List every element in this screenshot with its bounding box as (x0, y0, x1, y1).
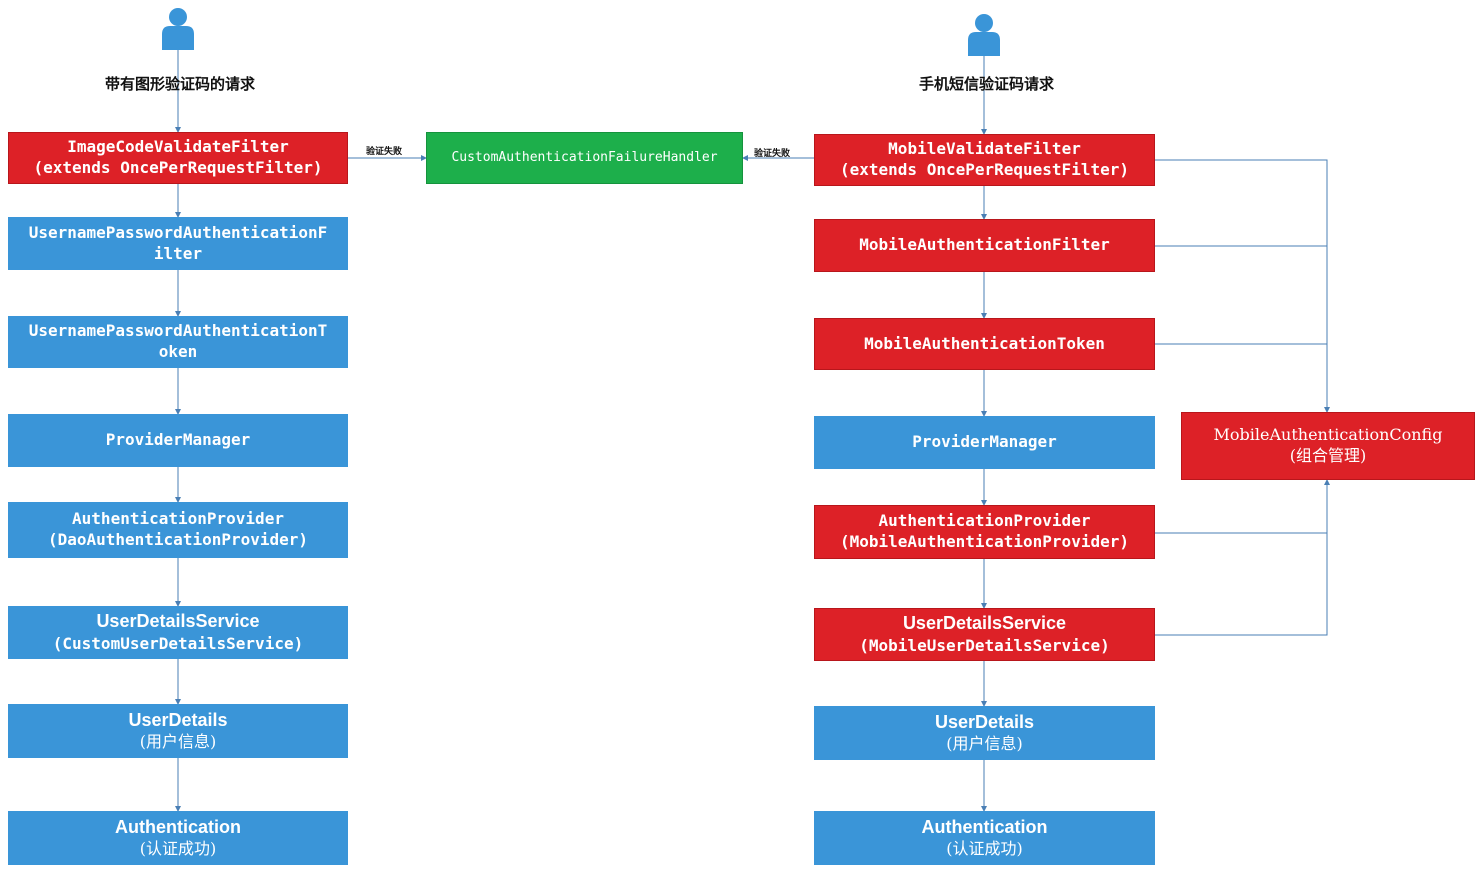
mobile-authentication-token-node: MobileAuthenticationToken (814, 318, 1155, 370)
node-title: UserDetails (128, 709, 228, 730)
node-subtitle: (extends OncePerRequestFilter) (840, 160, 1129, 179)
mobile-validate-filter-node: MobileValidateFilter (extends OncePerReq… (814, 134, 1155, 186)
node-subtitle: (MobileAuthenticationProvider) (840, 532, 1129, 551)
person-icon (968, 14, 1000, 56)
right-provider-manager-node: ProviderManager (814, 416, 1155, 469)
node-subtitle: (认证成功) (139, 839, 217, 859)
node-subtitle: (组合管理) (1289, 446, 1367, 465)
node-subtitle: (extends OncePerRequestFilter) (33, 158, 323, 177)
node-subtitle: (认证成功) (946, 839, 1023, 859)
node-title: ImageCodeValidateFilter (67, 137, 289, 157)
node-title: MobileAuthenticationConfig (1213, 425, 1443, 445)
mobile-authentication-provider-node: AuthenticationProvider (MobileAuthentica… (814, 505, 1155, 559)
person-icon (162, 8, 194, 50)
node-title: UserDetailsService (902, 613, 1067, 634)
edge-config-lower (1155, 479, 1330, 636)
node-title: UsernamePasswordAuthenticationT (28, 321, 328, 341)
left-request-caption: 带有图形验证码的请求 (105, 75, 256, 93)
node-subtitle: (用户信息) (946, 734, 1023, 754)
node-title: ProviderManager (912, 432, 1057, 452)
node-title: CustomAuthenticationFailureHandler (451, 149, 718, 165)
node-title: AuthenticationProvider (878, 511, 1091, 531)
node-title: Authentication (115, 816, 241, 837)
node-subtitle: (MobileUserDetailsService) (859, 635, 1110, 655)
node-title: UserDetailsService (96, 611, 260, 632)
left-authentication-provider-node: AuthenticationProvider (DaoAuthenticatio… (8, 502, 348, 558)
left-authentication-node: Authentication (认证成功) (8, 811, 348, 865)
username-password-authentication-filter-node: UsernamePasswordAuthenticationF ilter (8, 217, 348, 270)
mobile-authentication-filter-node: MobileAuthenticationFilter (814, 219, 1155, 272)
node-title: MobileValidateFilter (888, 139, 1081, 159)
image-code-validate-filter-node: ImageCodeValidateFilter (extends OncePer… (8, 132, 348, 184)
left-user-details-node: UserDetails (用户信息) (8, 704, 348, 758)
left-failure-label: 验证失败 (366, 147, 403, 157)
right-user-details-node: UserDetails (用户信息) (814, 706, 1155, 760)
node-title: UsernamePasswordAuthenticationF (28, 222, 328, 242)
mobile-user-details-service-node: UserDetailsService (MobileUserDetailsSer… (814, 608, 1155, 661)
node-title: Authentication (921, 816, 1048, 837)
username-password-authentication-token-node: UsernamePasswordAuthenticationT oken (8, 316, 348, 368)
node-title: ProviderManager (105, 430, 251, 450)
right-failure-label: 验证失败 (754, 149, 791, 159)
custom-authentication-failure-handler-node: CustomAuthenticationFailureHandler (426, 132, 743, 184)
node-title: AuthenticationProvider (72, 509, 284, 529)
node-title: MobileAuthenticationFilter (859, 235, 1110, 255)
node-subtitle: oken (158, 342, 198, 361)
left-provider-manager-node: ProviderManager (8, 414, 348, 467)
right-authentication-node: Authentication (认证成功) (814, 811, 1155, 865)
mobile-authentication-config-node: MobileAuthenticationConfig (组合管理) (1181, 412, 1475, 480)
node-subtitle: (DaoAuthenticationProvider) (47, 530, 309, 549)
edge-config-upper (1155, 159, 1330, 413)
node-subtitle: ilter (153, 243, 203, 263)
node-title: UserDetails (934, 711, 1035, 732)
right-request-caption: 手机短信验证码请求 (919, 75, 1055, 93)
left-user-details-service-node: UserDetailsService (CustomUserDetailsSer… (8, 606, 348, 659)
node-title: MobileAuthenticationToken (864, 333, 1105, 353)
node-subtitle: (用户信息) (139, 732, 217, 752)
node-subtitle: (CustomUserDetailsService) (52, 633, 304, 653)
